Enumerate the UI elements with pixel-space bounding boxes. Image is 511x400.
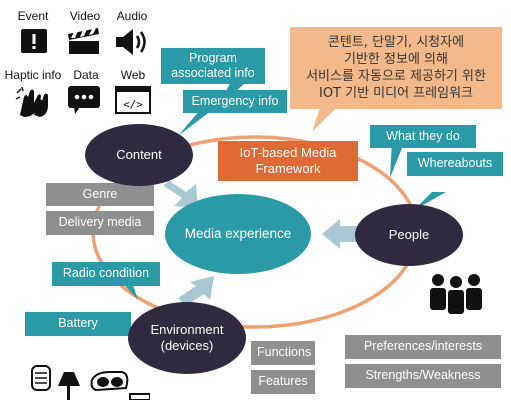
media-experience-node: Media experience: [165, 194, 311, 274]
speech-bubble-icon: [68, 86, 100, 114]
svg-text:</>: </>: [123, 98, 143, 111]
korean-description-box: 콘텐트, 단말기, 시청자에 기반한 정보에 의해 서비스를 자동으로 제공하기…: [290, 27, 502, 109]
exclamation-icon: [21, 29, 47, 53]
clapping-hands-icon: [15, 86, 48, 117]
environment-node: Environment (devices): [128, 302, 246, 374]
delivery-media-box: Delivery media: [46, 211, 154, 235]
korean-line-2: 기반한 정보에 의해: [344, 52, 448, 67]
code-window-icon: </>: [115, 86, 151, 114]
environment-line-1: Environment: [150, 322, 224, 337]
framework-line-1: IoT-based Media: [239, 145, 337, 160]
emergency-info-callout: Emergency info: [183, 90, 287, 113]
audio-label: Audio: [116, 9, 148, 23]
program-line-2: associated info: [171, 66, 255, 80]
korean-line-3: 서비스를 자동으로 제공하기 위한: [306, 69, 486, 84]
content-node: Content: [85, 124, 193, 186]
framework-line-2: Framework: [255, 161, 321, 176]
people-group-icon: [430, 274, 482, 314]
people-node: People: [355, 204, 463, 266]
web-label: Web: [120, 68, 146, 82]
what-they-do-callout: What they do: [370, 125, 476, 148]
framework-title-box: IoT-based Media Framework: [218, 141, 358, 181]
arrow-people-to-center: [322, 219, 358, 249]
device-icons: [31, 365, 150, 400]
battery-callout: Battery: [25, 312, 131, 336]
program-info-callout: Program associated info: [161, 48, 265, 84]
whereabouts-callout: Whereabouts: [407, 152, 503, 176]
strengths-box: Strengths/Weakness: [345, 364, 501, 388]
data-label: Data: [73, 68, 99, 82]
radio-condition-callout: Radio condition: [52, 262, 160, 286]
speaker-icon: [116, 29, 146, 55]
arrow-environment-to-center: [178, 276, 214, 306]
korean-line-1: 콘텐트, 단말기, 시청자에: [327, 35, 465, 50]
korean-line-4: IOT 기반 미디어 프레임워크: [318, 86, 473, 101]
features-box: Features: [251, 370, 315, 394]
haptic-label: Haptic info: [4, 68, 62, 82]
event-label: Event: [17, 9, 49, 23]
video-label: Video: [69, 9, 101, 23]
environment-line-2: (devices): [160, 338, 214, 353]
vr-headset-icon: [90, 371, 129, 392]
program-line-1: Program: [189, 51, 237, 65]
laptop-icon: [129, 393, 150, 400]
functions-box: Functions: [251, 341, 315, 365]
genre-box: Genre: [46, 183, 154, 206]
lamp-icon: [58, 372, 80, 400]
clapperboard-icon: [68, 28, 99, 54]
preferences-box: Preferences/interests: [345, 335, 501, 359]
smart-speaker-icon: [31, 365, 51, 391]
arrow-content-to-center: [164, 180, 198, 208]
